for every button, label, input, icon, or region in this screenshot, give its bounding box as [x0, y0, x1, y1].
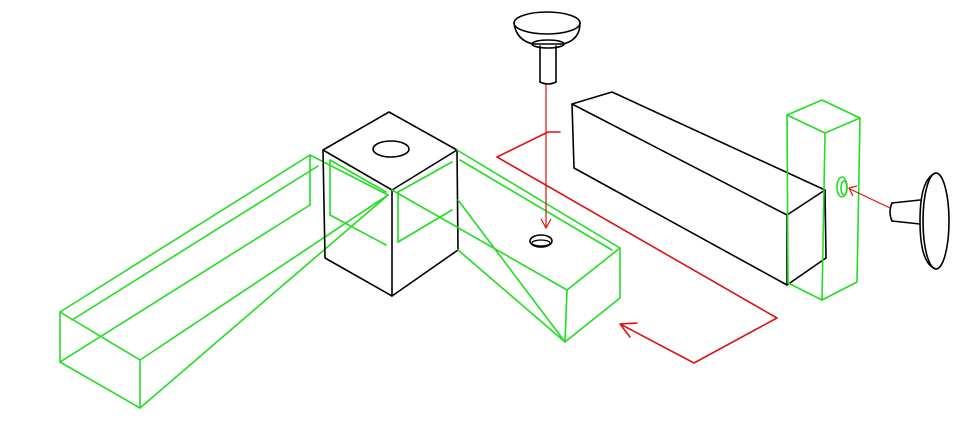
corner-block — [322, 111, 459, 297]
top-peg — [513, 11, 581, 85]
right-arm-hole-inner — [531, 239, 551, 247]
corner-block-highlight — [329, 159, 453, 246]
horizontal-insert-arrow — [848, 185, 891, 209]
left-arm — [59, 154, 389, 409]
right-arm — [391, 149, 621, 343]
right-arm-hole — [529, 234, 553, 248]
side-peg — [889, 172, 950, 270]
end-plate — [786, 99, 861, 301]
vertical-insert-arrow — [540, 84, 552, 230]
separate-beam — [571, 91, 827, 286]
corner-hole — [372, 140, 410, 158]
assembly-path-arrow — [496, 131, 778, 364]
